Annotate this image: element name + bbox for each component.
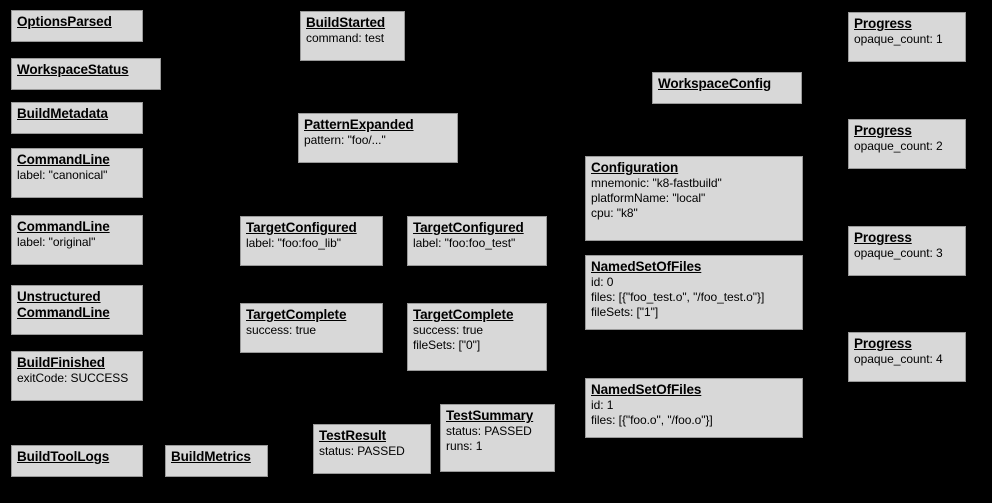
node-fields: label: "original"	[17, 235, 96, 249]
node-title: NamedSetOfFiles	[591, 382, 702, 397]
node-title: Progress	[854, 16, 912, 31]
node-fields: mnemonic: "k8-fastbuild" platformName: "…	[591, 176, 722, 220]
node-title: OptionsParsed	[17, 14, 112, 29]
node-title: BuildFinished	[17, 355, 105, 370]
node-build-metadata: BuildMetadata	[11, 102, 143, 134]
node-title: BuildMetadata	[17, 106, 108, 121]
node-title: Configuration	[591, 160, 679, 175]
node-fields: label: "foo:foo_lib"	[246, 236, 341, 250]
node-fields: status: PASSED	[319, 444, 405, 458]
node-title: TargetComplete	[413, 307, 514, 322]
node-build-tool-logs: BuildToolLogs	[11, 445, 143, 477]
node-fields: opaque_count: 2	[854, 139, 943, 153]
node-unstructured-command-line: Unstructured CommandLine	[11, 285, 143, 335]
node-fields: status: PASSED runs: 1	[446, 424, 532, 453]
node-fields: pattern: "foo/..."	[304, 133, 386, 147]
node-fields: opaque_count: 1	[854, 32, 943, 46]
node-fields: success: true	[246, 323, 317, 337]
node-fields: label: "canonical"	[17, 168, 108, 182]
node-fields: id: 0 files: [{"foo_test.o", "/foo_test.…	[591, 275, 765, 319]
node-title: Progress	[854, 230, 912, 245]
node-fields: command: test	[306, 31, 385, 45]
node-title: TestResult	[319, 428, 387, 443]
node-title: WorkspaceConfig	[658, 76, 772, 91]
node-title: PatternExpanded	[304, 117, 414, 132]
node-title: WorkspaceStatus	[17, 62, 129, 77]
node-workspace-config: WorkspaceConfig	[652, 72, 802, 104]
node-options-parsed: OptionsParsed	[11, 10, 143, 42]
node-fields: success: true fileSets: ["0"]	[413, 323, 484, 352]
node-fields: opaque_count: 4	[854, 352, 943, 366]
node-build-metrics: BuildMetrics	[165, 445, 268, 477]
node-title: TargetConfigured	[246, 220, 357, 235]
node-title: CommandLine	[17, 152, 110, 167]
node-title: BuildToolLogs	[17, 449, 110, 464]
node-fields: id: 1 files: [{"foo.o", "/foo.o"}]	[591, 398, 713, 427]
node-title: BuildMetrics	[171, 449, 251, 464]
node-title: NamedSetOfFiles	[591, 259, 702, 274]
node-title: Progress	[854, 336, 912, 351]
node-title: CommandLine	[17, 219, 110, 234]
node-title: TargetConfigured	[413, 220, 524, 235]
node-fields: exitCode: SUCCESS	[17, 371, 129, 385]
node-title: Progress	[854, 123, 912, 138]
node-fields: opaque_count: 3	[854, 246, 943, 260]
node-title: TestSummary	[446, 408, 534, 423]
node-title: Unstructured CommandLine	[17, 289, 110, 320]
node-fields: label: "foo:foo_test"	[413, 236, 516, 250]
node-workspace-status: WorkspaceStatus	[11, 58, 161, 90]
node-title: TargetComplete	[246, 307, 347, 322]
node-title: BuildStarted	[306, 15, 386, 30]
